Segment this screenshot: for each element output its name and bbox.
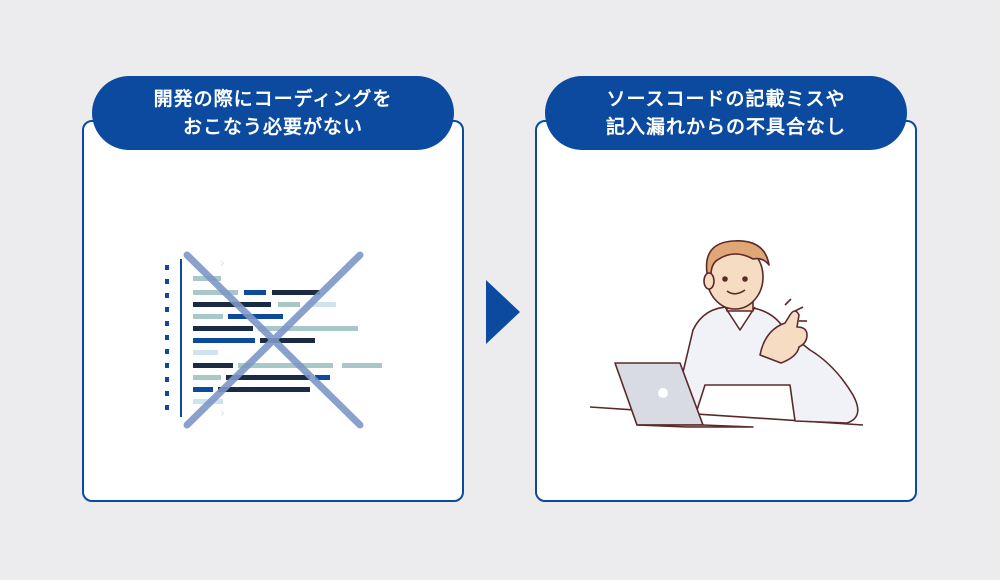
right-card-title: ソースコードの記載ミスや 記入漏れからの不具合なし: [545, 76, 907, 150]
right-arrow-icon: [486, 280, 520, 344]
left-card-title-line2: おこなう必要がない: [182, 116, 363, 138]
left-card-title: 開発の際にコーディングを おこなう必要がない: [92, 76, 454, 150]
right-card-title-line1: ソースコードの記載ミスや: [606, 88, 846, 110]
code-lines: › ›: [193, 256, 382, 420]
svg-text:›: ›: [220, 256, 225, 270]
cross-mark-icon: [183, 251, 364, 429]
man-laptop-thumbs-up-illustration: [589, 240, 864, 428]
svg-text:›: ›: [220, 406, 225, 420]
right-card-title-line2: 記入漏れからの不具合なし: [605, 116, 846, 138]
face: [722, 276, 748, 295]
left-card: [82, 120, 464, 502]
code-crossed-out-illustration: › ›: [165, 251, 382, 429]
sparkle-icon: [784, 298, 807, 322]
person: [679, 240, 859, 424]
code-gutter: [165, 265, 169, 410]
left-card-title-line1: 開発の際にコーディングを: [153, 88, 393, 110]
laptop-icon: [614, 362, 754, 428]
